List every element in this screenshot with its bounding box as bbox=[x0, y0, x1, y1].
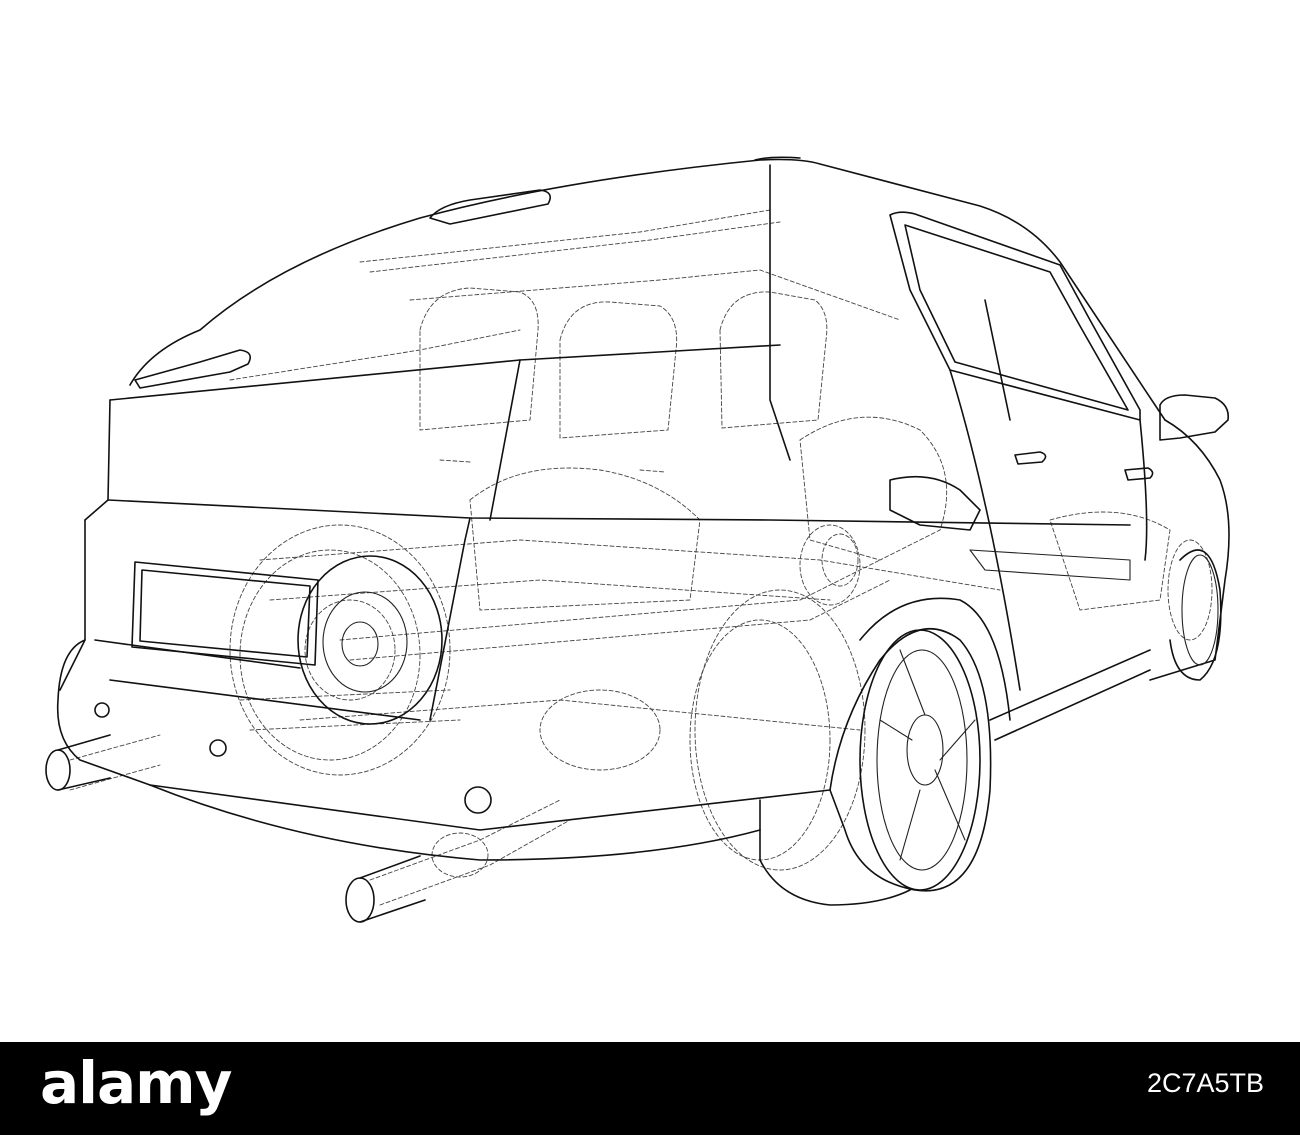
image-id-label: 2C7A5TB bbox=[1146, 1068, 1264, 1098]
hidden-lines bbox=[69, 209, 1213, 906]
watermark-footer: alamy 2C7A5TB bbox=[0, 1042, 1300, 1135]
car-wireframe-drawing bbox=[45, 156, 1230, 923]
visible-outline bbox=[45, 156, 1230, 923]
car-wireframe-icon bbox=[45, 156, 1230, 923]
brand-logo: alamy bbox=[40, 1049, 232, 1117]
